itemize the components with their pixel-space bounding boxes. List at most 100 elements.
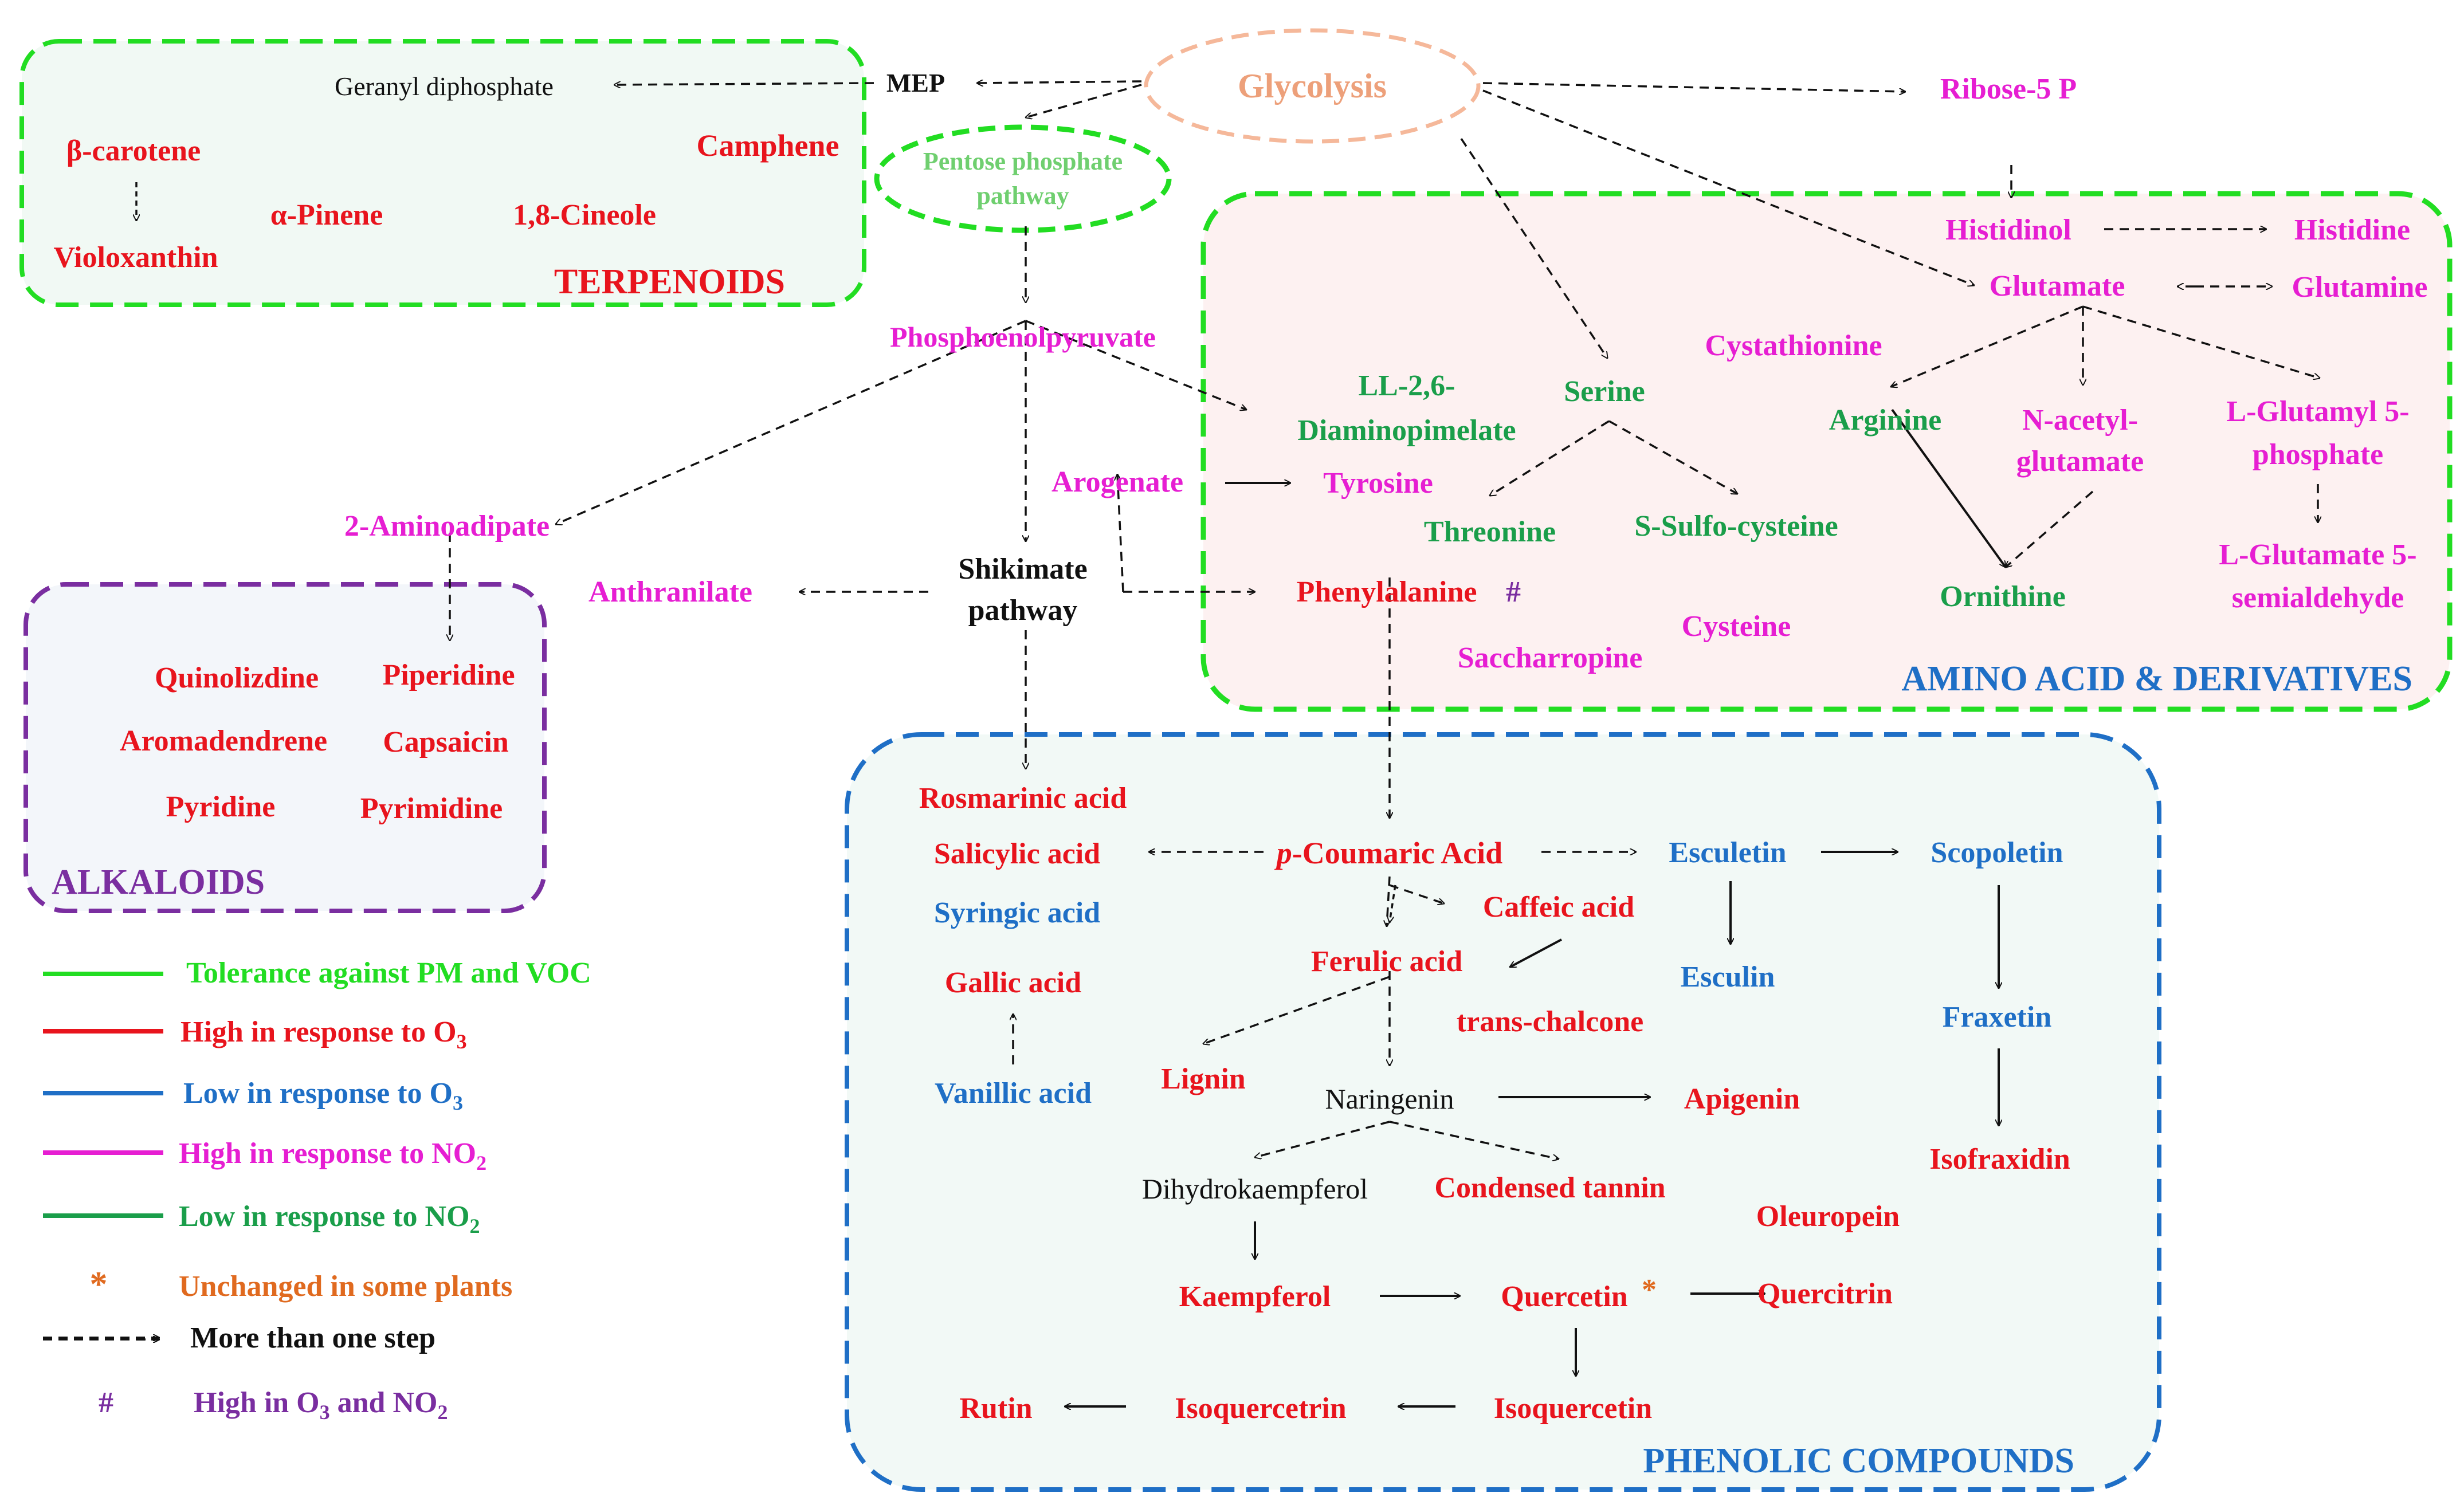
oleuropein-label: Oleuropein bbox=[1756, 1200, 1900, 1233]
legend-both-text-b: and NO bbox=[330, 1386, 438, 1419]
capsaicin-label: Capsaicin bbox=[383, 726, 509, 759]
apigenin-label: Apigenin bbox=[1684, 1083, 1800, 1115]
caffeic-label: Caffeic acid bbox=[1483, 891, 1634, 924]
dihydrokaempferol-label: Dihydrokaempferol bbox=[1142, 1173, 1368, 1205]
lglutamate-semialdehyde-line2: semialdehyde bbox=[2232, 581, 2404, 614]
legend-both-text-a: High in O bbox=[194, 1386, 320, 1419]
glutamate-label: Glutamate bbox=[1990, 270, 2125, 302]
amino-acids-title: AMINO ACID & DERIVATIVES bbox=[1901, 659, 2412, 698]
short-dashed-arrows bbox=[136, 182, 1396, 922]
aminoadipate-label: 2-Aminoadipate bbox=[344, 510, 550, 543]
scopoletin-label: Scopoletin bbox=[1931, 836, 2063, 869]
glycolysis-label: Glycolysis bbox=[1238, 67, 1387, 105]
legend-mark-both: # bbox=[99, 1386, 113, 1419]
legend-low-no2-sub: 2 bbox=[470, 1215, 480, 1237]
coumaric-rest: -Coumaric Acid bbox=[1292, 836, 1502, 870]
ribose-label: Ribose-5 P bbox=[1940, 73, 2077, 105]
nacetyl-glutamate-line2: glutamate bbox=[2016, 445, 2144, 478]
phenolics-box bbox=[845, 732, 2161, 1492]
legend-text-low-no2: Low in response to NO2 bbox=[179, 1200, 480, 1237]
terpenoids-title: TERPENOIDS bbox=[554, 262, 785, 301]
ornithine-label: Ornithine bbox=[1940, 580, 2066, 613]
legend-text-low-o3: Low in response to O3 bbox=[183, 1077, 463, 1114]
gallic-label: Gallic acid bbox=[945, 966, 1081, 999]
cineole-label: 1,8-Cineole bbox=[513, 199, 656, 231]
arginine-label: Arginine bbox=[1829, 404, 1941, 437]
aromadendrene-label: Aromadendrene bbox=[120, 725, 327, 757]
kaempferol-label: Kaempferol bbox=[1179, 1280, 1331, 1313]
syringic-label: Syringic acid bbox=[934, 897, 1100, 929]
histidine-label: Histidine bbox=[2294, 214, 2410, 246]
camphene-label: Camphene bbox=[696, 128, 839, 163]
serine-label: Serine bbox=[1564, 375, 1645, 408]
nacetyl-glutamate-line1: N-acetyl- bbox=[2022, 404, 2138, 437]
legend-mark-unchanged: * bbox=[90, 1265, 108, 1304]
coumaric-label: p-Coumaric Acid bbox=[1274, 836, 1502, 870]
legend-text-high-o3: High in response to O3 bbox=[181, 1016, 467, 1053]
shikimate-label-line2: pathway bbox=[968, 594, 1078, 627]
rutin-label: Rutin bbox=[959, 1392, 1032, 1425]
glycolysis-ellipse bbox=[1144, 28, 1481, 144]
fraxetin-label: Fraxetin bbox=[1943, 1001, 2052, 1034]
isoquercetin-label: Isoquercetin bbox=[1494, 1392, 1652, 1425]
legend-high-no2-text: High in response to NO bbox=[179, 1137, 476, 1170]
legend-text-more-steps: More than one step bbox=[190, 1322, 435, 1354]
ferulic-label: Ferulic acid bbox=[1311, 945, 1462, 978]
coumaric-prefix: p bbox=[1274, 836, 1292, 870]
phenylalanine-label: Phenylalanine bbox=[1297, 576, 1477, 608]
legend-low-no2-text: Low in response to NO bbox=[179, 1200, 470, 1233]
quercetin-label: Quercetin bbox=[1501, 1280, 1628, 1313]
lglutamyl-phosphate-line2: phosphate bbox=[2253, 438, 2383, 471]
legend-high-o3-sub: 3 bbox=[457, 1030, 467, 1053]
pentose-label-line1: Pentose phosphate bbox=[923, 147, 1123, 175]
legend: Tolerance against PM and VOC High in res… bbox=[43, 957, 591, 1424]
quinolizdine-label: Quinolizdine bbox=[155, 662, 319, 694]
legend-text-both: High in O3 and NO2 bbox=[194, 1386, 448, 1424]
pep-label: Phosphoenolpyruvate bbox=[890, 321, 1156, 353]
phenolics-title: PHENOLIC COMPOUNDS bbox=[1643, 1441, 2074, 1480]
condensed-tannin-label: Condensed tannin bbox=[1434, 1172, 1665, 1204]
legend-low-o3-text: Low in response to O bbox=[183, 1077, 453, 1110]
salicylic-label: Salicylic acid bbox=[934, 838, 1100, 870]
naringenin-label: Naringenin bbox=[1325, 1083, 1454, 1115]
alpha-pinene-label: α-Pinene bbox=[270, 199, 383, 231]
rosmarinic-label: Rosmarinic acid bbox=[919, 782, 1127, 815]
vanillic-label: Vanillic acid bbox=[935, 1077, 1092, 1110]
sulfocysteine-label: S-Sulfo-cysteine bbox=[1634, 510, 1838, 543]
transchalcone-label: trans-chalcone bbox=[1457, 1005, 1643, 1038]
quercitrin-label: Quercitrin bbox=[1757, 1278, 1893, 1310]
legend-high-o3-text: High in response to O bbox=[181, 1016, 457, 1048]
quercetin-mark: * bbox=[1642, 1274, 1657, 1306]
phenylalanine-mark: # bbox=[1506, 576, 1521, 608]
legend-both-sub-b: 2 bbox=[437, 1401, 448, 1424]
alkaloids-box bbox=[23, 582, 547, 913]
dashed-arrows bbox=[43, 81, 2320, 1339]
legend-text-unchanged: Unchanged in some plants bbox=[179, 1270, 512, 1303]
cysteine-label: Cysteine bbox=[1682, 610, 1791, 643]
amino-acids-box bbox=[1200, 191, 2453, 712]
lignin-label: Lignin bbox=[1161, 1063, 1245, 1095]
isoquercetrin-label: Isoquercetrin bbox=[1175, 1392, 1347, 1425]
legend-high-no2-sub: 2 bbox=[476, 1152, 486, 1174]
legend-text-high-no2: High in response to NO2 bbox=[179, 1137, 486, 1174]
isofraxidin-label: Isofraxidin bbox=[1929, 1143, 2070, 1176]
legend-both-sub-a: 3 bbox=[320, 1401, 330, 1424]
beta-carotene-label: β-carotene bbox=[66, 135, 201, 167]
shikimate-label-line1: Shikimate bbox=[958, 553, 1087, 586]
saccharropine-label: Saccharropine bbox=[1458, 642, 1643, 674]
histidinol-label: Histidinol bbox=[1945, 214, 2071, 246]
tyrosine-label: Tyrosine bbox=[1323, 467, 1433, 500]
pyrimidine-label: Pyrimidine bbox=[360, 792, 503, 825]
arogenate-label: Arogenate bbox=[1051, 466, 1183, 498]
alkaloids-title: ALKALOIDS bbox=[52, 863, 265, 902]
solid-arrows bbox=[1065, 408, 2006, 1406]
ll-diaminopimelate-line1: LL-2,6- bbox=[1359, 370, 1455, 402]
pyridine-label: Pyridine bbox=[166, 791, 276, 823]
threonine-label: Threonine bbox=[1424, 516, 1556, 548]
mep-label: MEP bbox=[886, 68, 945, 97]
lglutamate-semialdehyde-line1: L-Glutamate 5- bbox=[2219, 539, 2416, 571]
legend-low-o3-sub: 3 bbox=[453, 1091, 463, 1114]
pentose-label-line2: pathway bbox=[976, 182, 1069, 210]
violoxanthin-label: Violoxanthin bbox=[53, 241, 218, 274]
esculetin-label: Esculetin bbox=[1669, 836, 1786, 869]
